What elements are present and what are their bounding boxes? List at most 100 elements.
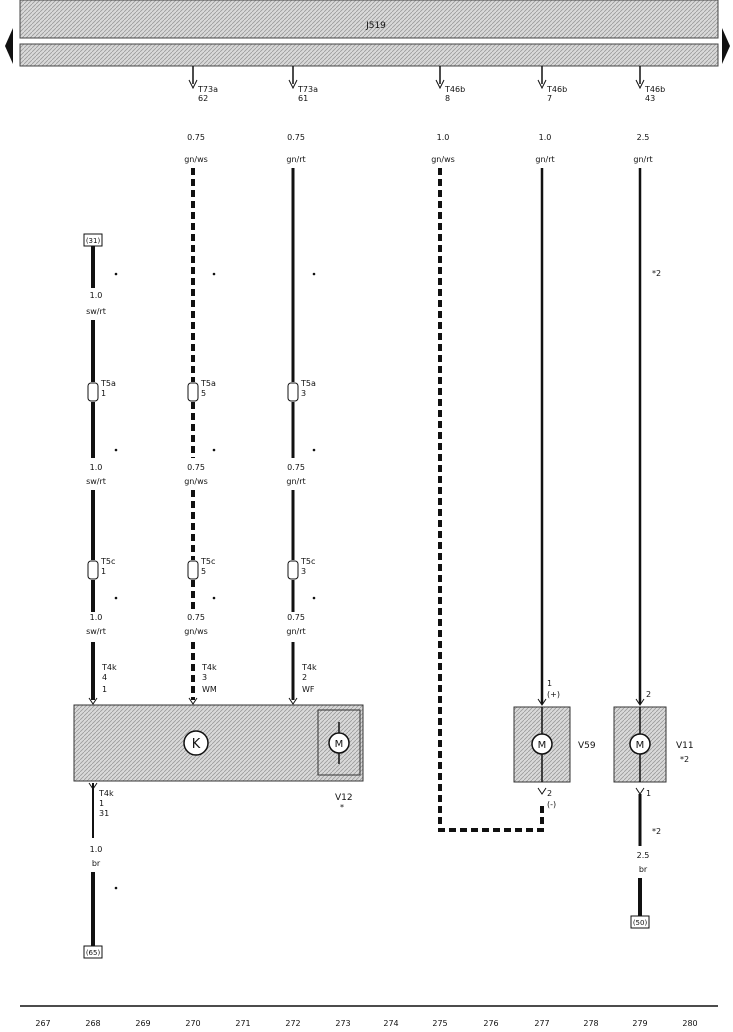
w268-seg2-gauge: 1.0 bbox=[90, 613, 103, 622]
w275-pin: 8 bbox=[445, 94, 450, 103]
v59-pin-top-term: (+) bbox=[547, 690, 560, 699]
t5a-pin-1: 1 bbox=[101, 389, 106, 398]
footer-number: 267 bbox=[35, 1019, 50, 1028]
w279-color: gn/rt bbox=[633, 155, 652, 164]
w272-pin: 61 bbox=[298, 94, 308, 103]
w279-lower-note: *2 bbox=[652, 827, 661, 836]
w272-gauge: 0.75 bbox=[287, 133, 305, 142]
motor-v12-symbol: M bbox=[335, 739, 344, 750]
v59-motor: 1 (+) M V59 2 (-) bbox=[513, 679, 596, 809]
footer-number: 271 bbox=[235, 1019, 250, 1028]
motor-v59-icon bbox=[531, 733, 553, 755]
v12-note: * bbox=[340, 803, 344, 812]
v11-pin-bottom: 1 bbox=[646, 789, 651, 798]
t5c-label-2: T5c bbox=[200, 557, 215, 566]
w268-seg-gauge: 1.0 bbox=[90, 463, 103, 472]
footer-number: 277 bbox=[534, 1019, 549, 1028]
t5a-pin-2: 5 bbox=[201, 389, 206, 398]
w279-lower-gauge: 2.5 bbox=[637, 851, 650, 860]
w272-seg2-color: gn/rt bbox=[286, 627, 305, 636]
w270-seg-gauge: 0.75 bbox=[187, 463, 205, 472]
t5a-label-3: T5a bbox=[300, 379, 316, 388]
w272-seg-gauge: 0.75 bbox=[287, 463, 305, 472]
footer-number: 276 bbox=[483, 1019, 498, 1028]
w268-lower-gauge: 1.0 bbox=[90, 845, 103, 854]
footer-number: 274 bbox=[383, 1019, 398, 1028]
w268-lower-pin: 1 bbox=[99, 799, 104, 808]
mp-w268-pin: 4 bbox=[102, 673, 107, 682]
w279-note: *2 bbox=[652, 269, 661, 278]
mp-w272-pin: 2 bbox=[302, 673, 307, 682]
t5c-label-3: T5c bbox=[300, 557, 315, 566]
w277-connector: T46b bbox=[546, 85, 567, 94]
module-pin-labels: T4k 4 1 T4k 3 WM T4k 2 WF bbox=[88, 663, 317, 705]
w268-lower-color: br bbox=[92, 859, 101, 868]
w277-pin: 7 bbox=[547, 94, 552, 103]
w268-gauge: 1.0 bbox=[90, 291, 103, 300]
v59-pin-bottom: 2 bbox=[547, 789, 552, 798]
footer-number: 280 bbox=[682, 1019, 697, 1028]
motor-v11-symbol: M bbox=[636, 740, 645, 751]
connectors-row-t5c: T5c 1 T5c 5 T5c 3 bbox=[87, 557, 315, 580]
v12-label: V12 bbox=[335, 793, 353, 803]
t5a-label-1: T5a bbox=[100, 379, 116, 388]
w279-lower-color: br bbox=[639, 865, 648, 874]
v59-pin-top: 1 bbox=[547, 679, 552, 688]
wire-270: T73a 62 0.75 gn/ws 0.75 gn/ws 0.75 gn/ws bbox=[184, 66, 218, 700]
motor-v59-symbol: M bbox=[538, 740, 547, 751]
w275-color: gn/ws bbox=[431, 155, 455, 164]
right-arrow-icon[interactable] bbox=[722, 28, 730, 64]
relay-k-icon bbox=[183, 730, 209, 756]
wire-277: T46b 7 1.0 gn/rt bbox=[535, 66, 567, 704]
v12-module: K M V12 * bbox=[73, 704, 364, 812]
w272-seg2-gauge: 0.75 bbox=[287, 613, 305, 622]
wire-268: (31) 1.0 sw/rt 1.0 sw/rt 1.0 sw/rt bbox=[83, 233, 106, 700]
t5a-label-2: T5a bbox=[200, 379, 216, 388]
w270-seg2-color: gn/ws bbox=[184, 627, 208, 636]
w270-color: gn/ws bbox=[184, 155, 208, 164]
footer-number: 268 bbox=[85, 1019, 100, 1028]
v11-label: V11 bbox=[676, 741, 694, 751]
footer-number: 272 bbox=[285, 1019, 300, 1028]
wire-268-lower: T4k 1 31 1.0 br (65) bbox=[83, 782, 114, 959]
w275-gauge: 1.0 bbox=[437, 133, 450, 142]
mp-w272-term: WF bbox=[302, 685, 315, 694]
v11-motor: 2 M V11 *2 1 *2 2.5 br (50) bbox=[613, 690, 694, 929]
control-unit-bar: J519 bbox=[19, 0, 719, 67]
w279-ground-label: (50) bbox=[633, 919, 648, 927]
footer: 267 268 269 270 271 272 273 274 275 276 … bbox=[20, 1005, 718, 1028]
w272-seg-color: gn/rt bbox=[286, 477, 305, 486]
control-unit-label: J519 bbox=[365, 21, 386, 31]
v11-note: *2 bbox=[680, 755, 689, 764]
w268-top-terminal: (31) bbox=[86, 237, 101, 245]
wire-272: T73a 61 0.75 gn/rt 0.75 gn/rt 0.75 gn/rt bbox=[286, 66, 318, 700]
relay-k-symbol: K bbox=[192, 737, 201, 752]
w270-connector: T73a bbox=[197, 85, 218, 94]
w272-color: gn/rt bbox=[286, 155, 305, 164]
motor-v11-icon bbox=[629, 733, 651, 755]
mp-w272-conn: T4k bbox=[301, 663, 317, 672]
w270-gauge: 0.75 bbox=[187, 133, 205, 142]
w270-seg2-gauge: 0.75 bbox=[187, 613, 205, 622]
footer-number: 269 bbox=[135, 1019, 150, 1028]
footer-number: 279 bbox=[632, 1019, 647, 1028]
left-arrow-icon[interactable] bbox=[5, 28, 13, 64]
w268-lower-conn: T4k bbox=[98, 789, 114, 798]
footer-number: 273 bbox=[335, 1019, 350, 1028]
w275-connector: T46b bbox=[444, 85, 465, 94]
w268-lower-term: 31 bbox=[99, 809, 109, 818]
w279-pin: 43 bbox=[645, 94, 655, 103]
t5c-pin-3: 3 bbox=[301, 567, 306, 576]
t5c-pin-2: 5 bbox=[201, 567, 206, 576]
v59-label: V59 bbox=[578, 741, 596, 751]
t5c-pin-1: 1 bbox=[101, 567, 106, 576]
mp-w270-term: WM bbox=[202, 685, 217, 694]
mp-w270-conn: T4k bbox=[201, 663, 217, 672]
mp-w270-pin: 3 bbox=[202, 673, 207, 682]
mp-w268-term: 1 bbox=[102, 685, 107, 694]
footer-number: 278 bbox=[583, 1019, 598, 1028]
t5c-label-1: T5c bbox=[100, 557, 115, 566]
ground-terminal-right bbox=[630, 915, 650, 929]
wire-275: T46b 8 1.0 gn/ws bbox=[431, 66, 544, 832]
